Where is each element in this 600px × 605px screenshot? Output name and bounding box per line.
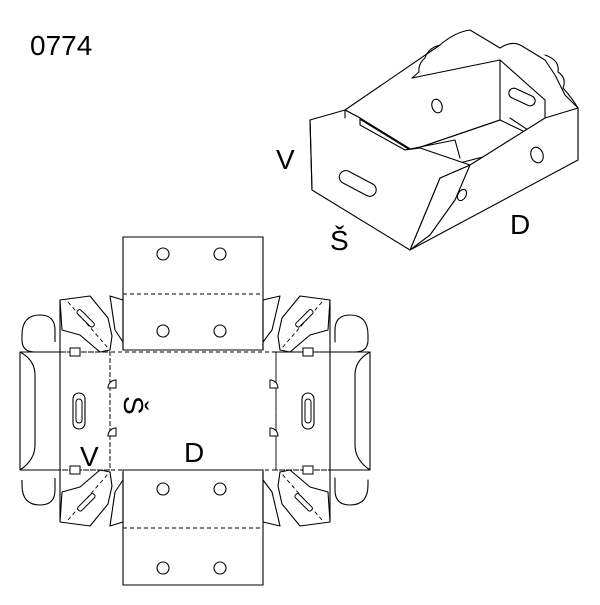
- fold-tab: [302, 347, 314, 357]
- corner-gusset-br-slot: [294, 493, 313, 512]
- lock-tab: [269, 379, 279, 389]
- corner-gusset-tr-fold: [281, 301, 323, 349]
- bottom-flap-hole: [213, 561, 227, 575]
- top-flap-hole: [213, 324, 227, 338]
- bottom-flap-hole: [213, 482, 227, 496]
- corner-gusset-tl: [59, 295, 113, 353]
- left-end-outline: [19, 299, 61, 521]
- tray-right-hole: [530, 146, 544, 164]
- corner-gusset-tr-edge: [262, 295, 281, 351]
- corner-gusset-bl-edge: [109, 471, 124, 527]
- label-side-3d: V: [276, 144, 295, 175]
- label-side-flat: V: [80, 441, 99, 472]
- tray-front-edges: [309, 109, 346, 191]
- corner-gusset-bl: [59, 469, 113, 527]
- top-flap-hole: [156, 324, 170, 338]
- tray-corner-hole: [456, 188, 468, 202]
- right-end-panel: [329, 299, 371, 521]
- bottom-flap-hole: [156, 482, 170, 496]
- tray-front-wall: [309, 109, 471, 251]
- bottom-flap-hole: [156, 561, 170, 575]
- top-flap-hole: [156, 247, 170, 261]
- flat-layout: [19, 236, 371, 586]
- corner-gusset-br-edge: [262, 471, 281, 527]
- tray-back-handle: [508, 87, 536, 107]
- corner-gusset-tr-slot: [295, 309, 314, 328]
- corner-gusset-bl-slot: [77, 493, 96, 512]
- right-handle-slot-inner: [304, 398, 312, 424]
- corner-gusset-br: [277, 469, 331, 527]
- tray-right-ear: [544, 54, 579, 109]
- tray-left-ear: [411, 44, 441, 79]
- top-flap: [122, 236, 264, 351]
- tray-front-handle: [338, 170, 377, 197]
- top-flap-hole: [213, 247, 227, 261]
- corner-gusset-tl-slot: [76, 309, 95, 328]
- diagram-title: 0774: [30, 30, 92, 61]
- assembled-tray: [309, 29, 579, 251]
- label-bottom-3d: D: [510, 209, 530, 240]
- fold-tab: [69, 347, 81, 357]
- bottom-flap: [122, 469, 264, 586]
- fold-tab: [69, 465, 81, 475]
- left-end-panel: [19, 314, 60, 506]
- corner-gusset-tl-edge: [109, 295, 124, 351]
- tray-back-hole: [431, 98, 443, 114]
- lock-tab: [107, 379, 117, 389]
- corner-gusset-tr: [277, 295, 331, 353]
- lock-tab: [269, 427, 279, 437]
- tray-floor: [359, 117, 526, 151]
- label-end-flat: Š: [118, 396, 149, 415]
- lock-tab: [107, 427, 117, 437]
- corner-gusset-tl-fold: [67, 301, 109, 349]
- label-end-3d: Š: [330, 225, 349, 256]
- fold-tab: [302, 465, 314, 475]
- label-bottom-flat: D: [184, 437, 204, 468]
- left-handle-slot-inner: [75, 398, 83, 424]
